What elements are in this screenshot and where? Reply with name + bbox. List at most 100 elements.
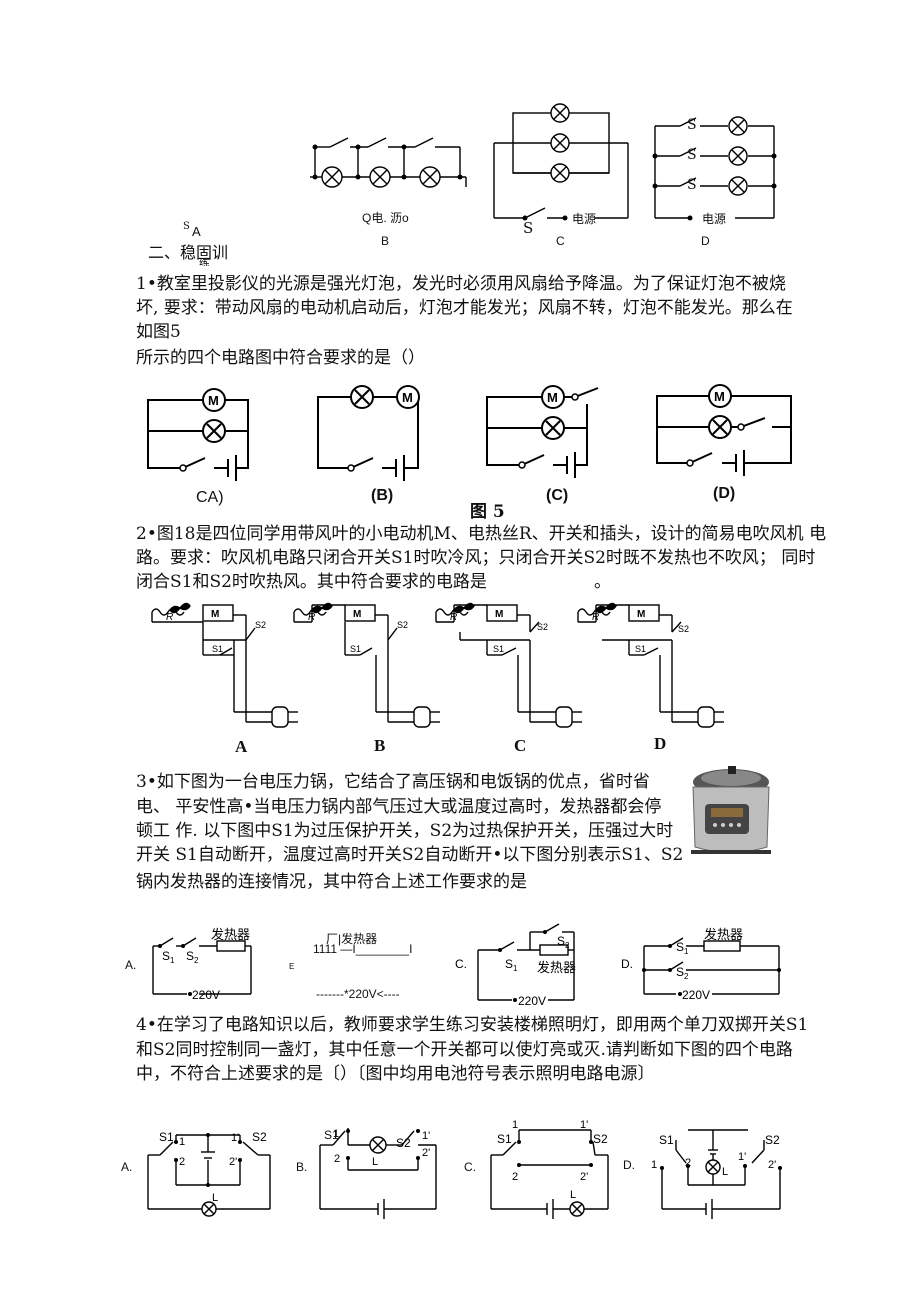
q4-a-n1: 1	[179, 1136, 185, 1148]
q2-b-r: R	[308, 612, 315, 623]
q3-c-s1-sub: 1	[513, 964, 518, 973]
section-title-cut: 练	[199, 258, 210, 266]
top-d-s3: S	[687, 177, 697, 193]
q3-circuits: 发热器 S 1 S 2 220V C. S 1 S 2 发热器 2	[152, 923, 781, 1008]
q4-b-s1: S1	[324, 1128, 339, 1142]
q4-a-s2: S2	[252, 1130, 267, 1144]
q4-d-n2: 2	[685, 1157, 691, 1169]
q4-opt-c: C.	[464, 1160, 476, 1174]
q1-line3: 如图5	[136, 322, 181, 342]
q3-d-label: D.	[621, 957, 633, 971]
section-title: 二、稳固训	[148, 243, 229, 262]
q4-d-s2: S2	[765, 1133, 780, 1147]
q1-opt-d: (D)	[713, 485, 736, 502]
q4-d-n1: 1	[651, 1159, 657, 1171]
q2-a-r: R	[166, 612, 173, 623]
q3-c-s2: S	[557, 934, 565, 948]
q1-line4: 所示的四个电路图中符合要求的是（）	[136, 348, 425, 368]
q4-opt-b: B.	[296, 1160, 308, 1174]
q3-a-s1-sub: 1	[170, 956, 175, 965]
top-a-label: A	[192, 224, 201, 239]
q2-opt-a: A	[235, 737, 248, 756]
top-b-label: B	[381, 234, 390, 248]
q3-d-s2-sub: 2	[684, 972, 689, 981]
q4-c-n2: 2	[512, 1171, 518, 1183]
top-c-s: S	[523, 219, 534, 237]
q4-d-l: L	[722, 1166, 728, 1178]
top-c-power: 电源	[572, 212, 597, 226]
q3-line3: 顿工 作. 以下图中S1为过压保护开关，S2为过热保护开关，压强过大时	[136, 821, 674, 841]
q4-b-s2: S2	[396, 1136, 411, 1150]
q1-opt-c: (C)	[546, 487, 569, 504]
q4-a-n1p: 1'	[231, 1132, 239, 1144]
q1-line1: 1•教室里投影仪的光源是强光灯泡，发光时必须用风扇给予降温。为了保证灯泡不被烧	[136, 274, 786, 294]
q4-line2: 和S2同时控制同一盏灯，其中任意一个开关都可以使灯亮或灭.请判断如下图的四个电路	[136, 1040, 793, 1060]
q3-line1: 3•如下图为一台电压力锅，它结合了高压锅和电饭锅的优点，省时省	[136, 772, 650, 792]
q3-d-s2: S	[676, 965, 684, 979]
q3-d-heater: 发热器	[704, 927, 743, 942]
q2-d-s2: S2	[678, 624, 689, 634]
top-d-s1: S	[687, 117, 697, 133]
q2-c-s2: S2	[537, 622, 548, 632]
q4-d-n1p: 1'	[738, 1151, 746, 1163]
q3-a-220v: 220V	[192, 988, 220, 1002]
q2-d-m: M	[637, 609, 645, 620]
q4-c-l: L	[570, 1189, 576, 1201]
q4-d-n2p: 2'	[768, 1159, 776, 1171]
q2-a-s1: S1	[212, 644, 223, 654]
pressure-cooker-image	[683, 762, 783, 862]
top-d-label: D	[701, 234, 710, 248]
q1-d-motor-label: M	[714, 389, 725, 404]
q4-circuits: S1 1 2 1' 2' S2 L	[147, 1119, 782, 1219]
q2-a-m: M	[211, 609, 219, 620]
q3-c-heater: 发热器	[537, 960, 576, 975]
q1-b-motor-label: M	[402, 390, 413, 405]
q4-b-n1: 1	[333, 1128, 339, 1140]
q4-d-s1: S1	[659, 1133, 674, 1147]
q3-a-s2-sub: 2	[194, 956, 199, 965]
q3-b-row3: -------*220V<----	[316, 987, 400, 1001]
q2-opt-d: D	[654, 734, 667, 753]
q2-line3: 闭合S1和S2时吹热风。其中符合要求的电路是	[136, 572, 487, 592]
q1-opt-b: (B)	[371, 487, 394, 504]
q1-line2: 坏, 要求：带动风扇的电动机启动后，灯泡才能发光；风扇不转，灯泡不能发光。那么在	[136, 298, 793, 318]
q2-d-s1: S1	[635, 644, 646, 654]
q3-b-row1: 厂|发热器	[326, 932, 378, 946]
q3-b-row2: 1111 —I________I	[313, 942, 413, 956]
q4-c-s2: S2	[593, 1132, 608, 1146]
q4-opt-d: D.	[623, 1158, 635, 1172]
q2-line1: 2•图18是四位同学用带风叶的小电动机M、电热丝R、开关和插头，设计的简易电吹风…	[136, 524, 827, 544]
q4-c-n2p: 2'	[580, 1171, 588, 1183]
q4-a-n2: 2	[179, 1156, 185, 1168]
q4-line3: 中，不符合上述要求的是〔）〔图中均用电池符号表示照明电路电源〕	[136, 1064, 655, 1084]
q3-a-heater: 发热器	[211, 927, 250, 942]
q3-c-220v: 220V	[518, 994, 546, 1008]
q2-line3-end: 。	[594, 572, 611, 592]
q4-a-n2p: 2'	[229, 1156, 237, 1168]
q4-b-n2p: 2'	[422, 1147, 430, 1159]
q2-a-s2: S2	[255, 620, 266, 630]
q3-c-s2-sub: 2	[565, 941, 570, 950]
q4-b-n2: 2	[334, 1153, 340, 1165]
q3-line5: 锅内发热器的连接情况，其中符合上述工作要求的是	[136, 872, 527, 892]
q3-d-s1: S	[676, 940, 684, 954]
top-a-s: S	[183, 221, 190, 232]
q3-line4: 开关 S1自动断开，温度过高时开关S2自动断开•以下图分别表示S1、S2	[136, 845, 684, 865]
circuit-top-a	[310, 103, 777, 221]
q2-b-m: M	[353, 609, 361, 620]
top-d-s2: S	[687, 147, 697, 163]
q3-d-220v: 220V	[682, 988, 710, 1002]
q3-opt-a: A.	[125, 958, 137, 972]
q4-a-l: L	[212, 1192, 218, 1204]
q3-c-label: C.	[455, 957, 467, 971]
top-b-caption: Q电. 沥o	[362, 211, 409, 225]
q4-b-l: L	[372, 1156, 378, 1168]
q2-opt-b: B	[374, 736, 386, 755]
q2-line2: 路。要求：吹风机电路只闭合开关S1时吹冷风；只闭合开关S2时既不发热也不吹风； …	[136, 548, 816, 568]
q4-line1: 4•在学习了电路知识以后，教师要求学生练习安装楼梯照明灯，即用两个单刀双掷开关S…	[136, 1015, 809, 1035]
q3-a-s1: S	[162, 949, 170, 963]
q4-b-n1p: 1'	[422, 1130, 430, 1142]
q2-d-r: R	[592, 612, 599, 623]
q3-line2: 电、 平安性高•当电压力锅内部气压过大或温度过高时，发热器都会停	[136, 797, 662, 817]
q2-b-s1: S1	[350, 644, 361, 654]
